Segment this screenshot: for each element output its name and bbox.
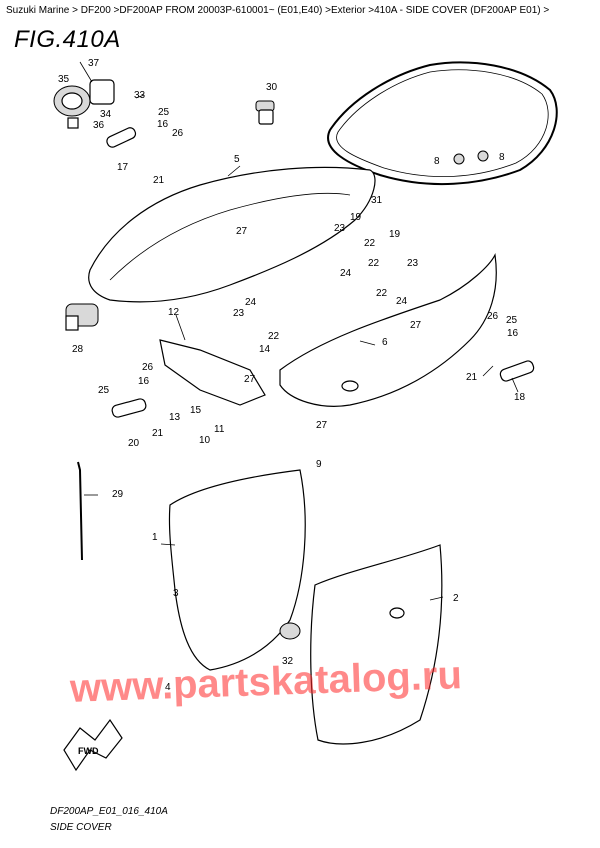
part-32-grommet[interactable] bbox=[279, 622, 301, 640]
callout-26[interactable]: 26 bbox=[172, 128, 184, 139]
seal-ring[interactable] bbox=[327, 61, 558, 186]
callout-4[interactable]: 4 bbox=[165, 682, 171, 693]
figure-title: FIG.410A bbox=[14, 26, 121, 53]
callout-8b[interactable]: 8 bbox=[499, 152, 505, 163]
callout-34[interactable]: 34 bbox=[100, 109, 112, 120]
callout-20[interactable]: 20 bbox=[128, 438, 140, 449]
callout-2[interactable]: 2 bbox=[453, 593, 459, 604]
callout-3[interactable]: 3 bbox=[173, 588, 179, 599]
callout-37[interactable]: 37 bbox=[88, 58, 100, 69]
callout-16b[interactable]: 16 bbox=[507, 328, 519, 339]
part-5-upper-cover[interactable] bbox=[88, 166, 376, 303]
fwd-arrow-icon: FWD bbox=[63, 718, 123, 772]
callout-23c[interactable]: 23 bbox=[233, 308, 245, 319]
callout-labels: 37 35 33 34 36 25 16 26 17 21 30 5 27 31… bbox=[58, 58, 526, 693]
callout-25b[interactable]: 25 bbox=[506, 315, 518, 326]
callout-21b[interactable]: 21 bbox=[466, 372, 478, 383]
callout-9[interactable]: 9 bbox=[316, 459, 322, 470]
part-18-handle[interactable] bbox=[499, 360, 535, 383]
callout-13[interactable]: 13 bbox=[169, 412, 181, 423]
part-1-side-cover[interactable] bbox=[168, 469, 306, 671]
callout-23b[interactable]: 23 bbox=[407, 258, 419, 269]
callout-27b[interactable]: 27 bbox=[410, 320, 422, 331]
footer-name: SIDE COVER bbox=[50, 822, 112, 833]
part-2-side-cover[interactable] bbox=[310, 544, 443, 745]
callout-30[interactable]: 30 bbox=[266, 82, 278, 93]
part-29-tie[interactable] bbox=[77, 461, 83, 561]
fwd-label: FWD bbox=[78, 746, 99, 756]
callout-32[interactable]: 32 bbox=[282, 656, 294, 667]
callout-26b[interactable]: 26 bbox=[487, 311, 499, 322]
callout-16[interactable]: 16 bbox=[157, 119, 169, 130]
callout-22c[interactable]: 22 bbox=[376, 288, 388, 299]
part-8-fastener[interactable] bbox=[453, 150, 489, 165]
part-20-handle[interactable] bbox=[111, 398, 147, 418]
callout-8a[interactable]: 8 bbox=[434, 156, 440, 167]
callout-22a[interactable]: 22 bbox=[364, 238, 376, 249]
callout-29[interactable]: 29 bbox=[112, 489, 124, 500]
callout-18[interactable]: 18 bbox=[514, 392, 526, 403]
callout-27c[interactable]: 27 bbox=[244, 374, 256, 385]
callout-22d[interactable]: 22 bbox=[268, 331, 280, 342]
callout-5[interactable]: 5 bbox=[234, 154, 240, 165]
callout-31[interactable]: 31 bbox=[371, 195, 383, 206]
breadcrumb[interactable]: Suzuki Marine > DF200 >DF200AP FROM 2000… bbox=[6, 5, 550, 16]
part-17-handle[interactable] bbox=[105, 126, 137, 149]
callout-27[interactable]: 27 bbox=[236, 226, 248, 237]
callout-6[interactable]: 6 bbox=[382, 337, 388, 348]
callout-24a[interactable]: 24 bbox=[340, 268, 352, 279]
callout-16c[interactable]: 16 bbox=[138, 376, 150, 387]
callout-17[interactable]: 17 bbox=[117, 162, 129, 173]
part-35-adapter[interactable] bbox=[53, 79, 115, 129]
callout-11[interactable]: 11 bbox=[214, 424, 225, 435]
callout-23a[interactable]: 23 bbox=[334, 223, 346, 234]
callout-1[interactable]: 1 bbox=[152, 532, 158, 543]
part-12-bracket[interactable] bbox=[159, 339, 266, 406]
callout-27d[interactable]: 27 bbox=[316, 420, 328, 431]
callout-25[interactable]: 25 bbox=[158, 107, 170, 118]
callout-24c[interactable]: 24 bbox=[245, 297, 257, 308]
callout-19a[interactable]: 19 bbox=[350, 212, 362, 223]
callout-26c[interactable]: 26 bbox=[142, 362, 154, 373]
callout-21[interactable]: 21 bbox=[153, 175, 165, 186]
callout-14[interactable]: 14 bbox=[259, 344, 271, 355]
callout-15[interactable]: 15 bbox=[190, 405, 202, 416]
part-30-grommet[interactable] bbox=[255, 100, 275, 125]
callout-22b[interactable]: 22 bbox=[368, 258, 380, 269]
callout-21c[interactable]: 21 bbox=[152, 428, 164, 439]
callout-12[interactable]: 12 bbox=[168, 307, 180, 318]
callout-10[interactable]: 10 bbox=[199, 435, 211, 446]
part-28-grommet[interactable] bbox=[65, 303, 99, 331]
callout-33[interactable]: 33 bbox=[134, 90, 146, 101]
callout-24b[interactable]: 24 bbox=[396, 296, 408, 307]
callout-35[interactable]: 35 bbox=[58, 74, 70, 85]
footer-code: DF200AP_E01_016_410A bbox=[50, 806, 168, 817]
callout-28[interactable]: 28 bbox=[72, 344, 84, 355]
callout-19b[interactable]: 19 bbox=[389, 229, 401, 240]
callout-25c[interactable]: 25 bbox=[98, 385, 110, 396]
callout-36[interactable]: 36 bbox=[93, 120, 105, 131]
part-6-rear-cover[interactable] bbox=[279, 253, 497, 407]
